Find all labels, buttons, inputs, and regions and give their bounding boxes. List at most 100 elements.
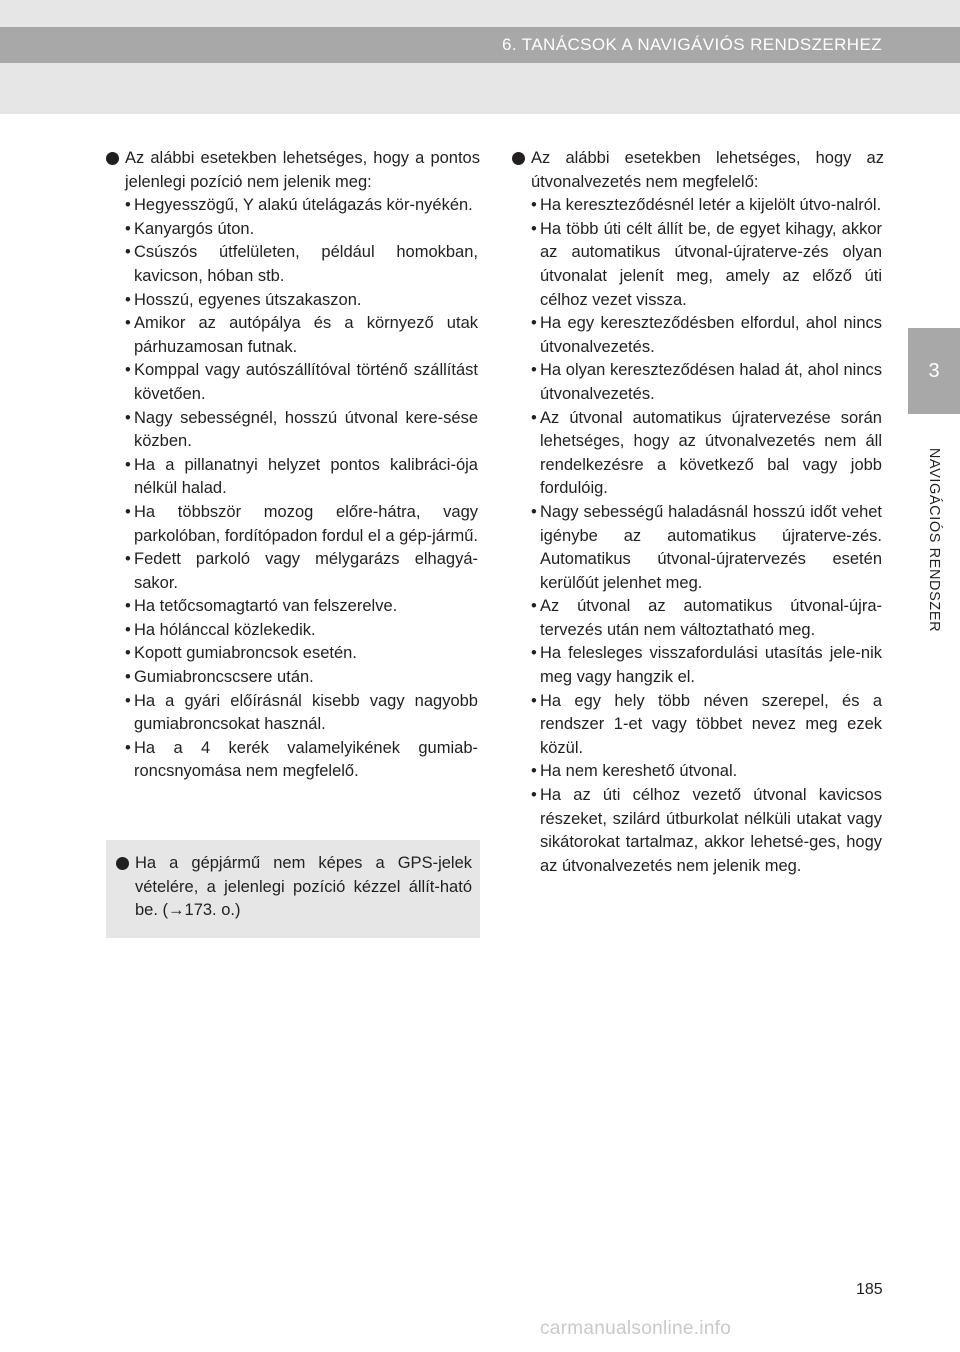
- list-item: •Ha kereszteződésnél letér a kijelölt út…: [512, 194, 884, 218]
- left-column: Az alábbi esetekben lehetséges, hogy a p…: [106, 147, 480, 784]
- item-marker: •: [125, 668, 131, 687]
- list-item-text: Ha többször mozog előre-hátra, vagy park…: [134, 502, 478, 545]
- list-item: •Ha egy hely több néven szerepel, és a r…: [512, 690, 884, 761]
- list-item-text: Ha a 4 kerék valamelyikének gumiab-roncs…: [134, 738, 478, 781]
- item-marker: •: [531, 196, 537, 215]
- item-marker: •: [125, 620, 131, 639]
- list-item: •Ha az úti célhoz vezető útvonal kavicso…: [512, 784, 884, 878]
- page-number: 185: [856, 1281, 883, 1298]
- left-list: •Hegyesszögű, Y alakú útelágazás kör-nyé…: [106, 194, 480, 784]
- header-bar: [0, 27, 960, 63]
- list-item: •Ha olyan kereszteződésen halad át, ahol…: [512, 359, 884, 406]
- list-item: •Ha a pillanatnyi helyzet pontos kalibrá…: [106, 454, 480, 501]
- item-marker: •: [125, 219, 131, 238]
- note-bullet: Ha a gépjármű nem képes a GPS-jelek véte…: [116, 852, 472, 923]
- list-item-text: Az útvonal automatikus újratervezése sor…: [540, 408, 882, 498]
- list-item: •Fedett parkoló vagy mélygarázs elhagyá-…: [106, 548, 480, 595]
- list-item: •Az útvonal automatikus újratervezése so…: [512, 407, 884, 501]
- list-item: •Ha több úti célt állít be, de egyet kih…: [512, 218, 884, 312]
- list-item-text: Csúszós útfelületen, például homokban, k…: [134, 243, 478, 285]
- list-item-text: Ha több úti célt állít be, de egyet kiha…: [540, 219, 882, 309]
- list-item-text: Hosszú, egyenes útszakaszon.: [134, 290, 362, 309]
- watermark: carmanualsonline.info: [540, 1318, 732, 1339]
- list-item: •Ha felesleges visszafordulási utasítás …: [512, 642, 884, 689]
- item-marker: •: [125, 597, 131, 616]
- list-item: •Kopott gumiabroncsok esetén.: [106, 642, 480, 666]
- item-marker: •: [125, 550, 131, 569]
- item-marker: •: [531, 408, 537, 427]
- list-item-text: Nagy sebességnél, hosszú útvonal kere-sé…: [134, 408, 478, 451]
- list-item-text: Ha nem kereshető útvonal.: [540, 762, 738, 781]
- list-item: •Ha hólánccal közlekedik.: [106, 619, 480, 643]
- item-marker: •: [125, 738, 131, 757]
- list-item-text: Ha tetőcsomagtartó van felszerelve.: [134, 597, 398, 616]
- bullet-dot-icon: [116, 857, 129, 870]
- item-marker: •: [531, 597, 537, 616]
- list-item-text: Ha az úti célhoz vezető útvonal kavicsos…: [540, 786, 882, 875]
- bullet-dot-icon: [106, 152, 119, 165]
- list-item-text: Ha egy kereszteződésben elfordul, ahol n…: [540, 314, 882, 356]
- list-item-text: Nagy sebességű haladásnál hosszú időt ve…: [540, 502, 882, 592]
- right-list: •Ha kereszteződésnél letér a kijelölt út…: [512, 194, 884, 878]
- item-marker: •: [531, 691, 537, 710]
- list-item: •Amikor az autópálya és a környező utak …: [106, 312, 480, 359]
- right-column: Az alábbi esetekben lehetséges, hogy az …: [512, 147, 884, 878]
- list-item: •Kanyargós úton.: [106, 218, 480, 242]
- list-item-text: Kanyargós úton.: [134, 219, 255, 238]
- item-marker: •: [125, 502, 131, 521]
- list-item: •Komppal vagy autószállítóval történő sz…: [106, 359, 480, 406]
- item-marker: •: [125, 361, 131, 380]
- list-item-text: Komppal vagy autószállítóval történő szá…: [134, 361, 478, 403]
- list-item-text: Az útvonal az automatikus útvonal-újra-t…: [540, 597, 882, 639]
- note-box: Ha a gépjármű nem képes a GPS-jelek véte…: [106, 840, 480, 938]
- list-item-text: Gumiabroncscsere után.: [134, 668, 314, 687]
- side-label-container: NAVIGÁCIÓS RENDSZER: [908, 425, 960, 655]
- item-marker: •: [125, 314, 131, 333]
- list-item-text: Ha hólánccal közlekedik.: [134, 620, 316, 639]
- list-item-text: Hegyesszögű, Y alakú útelágazás kör-nyék…: [134, 196, 473, 215]
- list-item: •Hosszú, egyenes útszakaszon.: [106, 289, 480, 313]
- list-item-text: Ha a pillanatnyi helyzet pontos kalibrác…: [134, 455, 478, 498]
- list-item: •Ha a 4 kerék valamelyikének gumiab-ronc…: [106, 737, 480, 784]
- left-intro-text: Az alábbi esetekben lehetséges, hogy a p…: [125, 149, 480, 191]
- section-side-label: NAVIGÁCIÓS RENDSZER: [926, 447, 942, 633]
- list-item: •Ha a gyári előírásnál kisebb vagy nagyo…: [106, 690, 480, 737]
- right-intro: Az alábbi esetekben lehetséges, hogy az …: [512, 147, 884, 194]
- list-item: •Csúszós útfelületen, például homokban, …: [106, 241, 480, 288]
- item-marker: •: [125, 455, 131, 474]
- item-marker: •: [531, 314, 537, 333]
- bullet-dot-icon: [512, 152, 525, 165]
- item-marker: •: [531, 786, 537, 805]
- item-marker: •: [125, 196, 131, 215]
- list-item: •Az útvonal az automatikus útvonal-újra-…: [512, 595, 884, 642]
- list-item-text: Ha kereszteződésnél letér a kijelölt útv…: [540, 196, 882, 215]
- list-item: •Nagy sebességnél, hosszú útvonal kere-s…: [106, 407, 480, 454]
- item-marker: •: [125, 290, 131, 309]
- item-marker: •: [531, 762, 537, 781]
- left-intro: Az alábbi esetekben lehetséges, hogy a p…: [106, 147, 480, 194]
- note-text: Ha a gépjármű nem képes a GPS-jelek véte…: [135, 854, 472, 920]
- list-item: •Gumiabroncscsere után.: [106, 666, 480, 690]
- list-item-text: Kopott gumiabroncsok esetén.: [134, 644, 357, 663]
- chapter-tab: 3: [908, 328, 960, 414]
- list-item-text: Ha egy hely több néven szerepel, és a re…: [540, 691, 882, 757]
- list-item: •Ha tetőcsomagtartó van felszerelve.: [106, 595, 480, 619]
- right-intro-text: Az alábbi esetekben lehetséges, hogy az …: [531, 149, 884, 191]
- list-item-text: Fedett parkoló vagy mélygarázs elhagyá-s…: [134, 550, 478, 592]
- list-item-text: Amikor az autópálya és a környező utak p…: [134, 314, 478, 356]
- list-item: •Ha egy kereszteződésben elfordul, ahol …: [512, 312, 884, 359]
- list-item: •Ha többször mozog előre-hátra, vagy par…: [106, 501, 480, 548]
- item-marker: •: [531, 361, 537, 380]
- list-item: •Hegyesszögű, Y alakú útelágazás kör-nyé…: [106, 194, 480, 218]
- chapter-number: 3: [928, 360, 940, 382]
- item-marker: •: [125, 644, 131, 663]
- list-item: •Ha nem kereshető útvonal.: [512, 760, 884, 784]
- chapter-title: 6. TANÁCSOK A NAVIGÁVIÓS RENDSZERHEZ: [502, 35, 882, 54]
- list-item-text: Ha a gyári előírásnál kisebb vagy nagyob…: [134, 691, 478, 734]
- item-marker: •: [125, 408, 131, 427]
- list-item: •Nagy sebességű haladásnál hosszú időt v…: [512, 501, 884, 595]
- item-marker: •: [531, 219, 537, 238]
- item-marker: •: [125, 691, 131, 710]
- item-marker: •: [531, 502, 537, 521]
- item-marker: •: [531, 644, 537, 663]
